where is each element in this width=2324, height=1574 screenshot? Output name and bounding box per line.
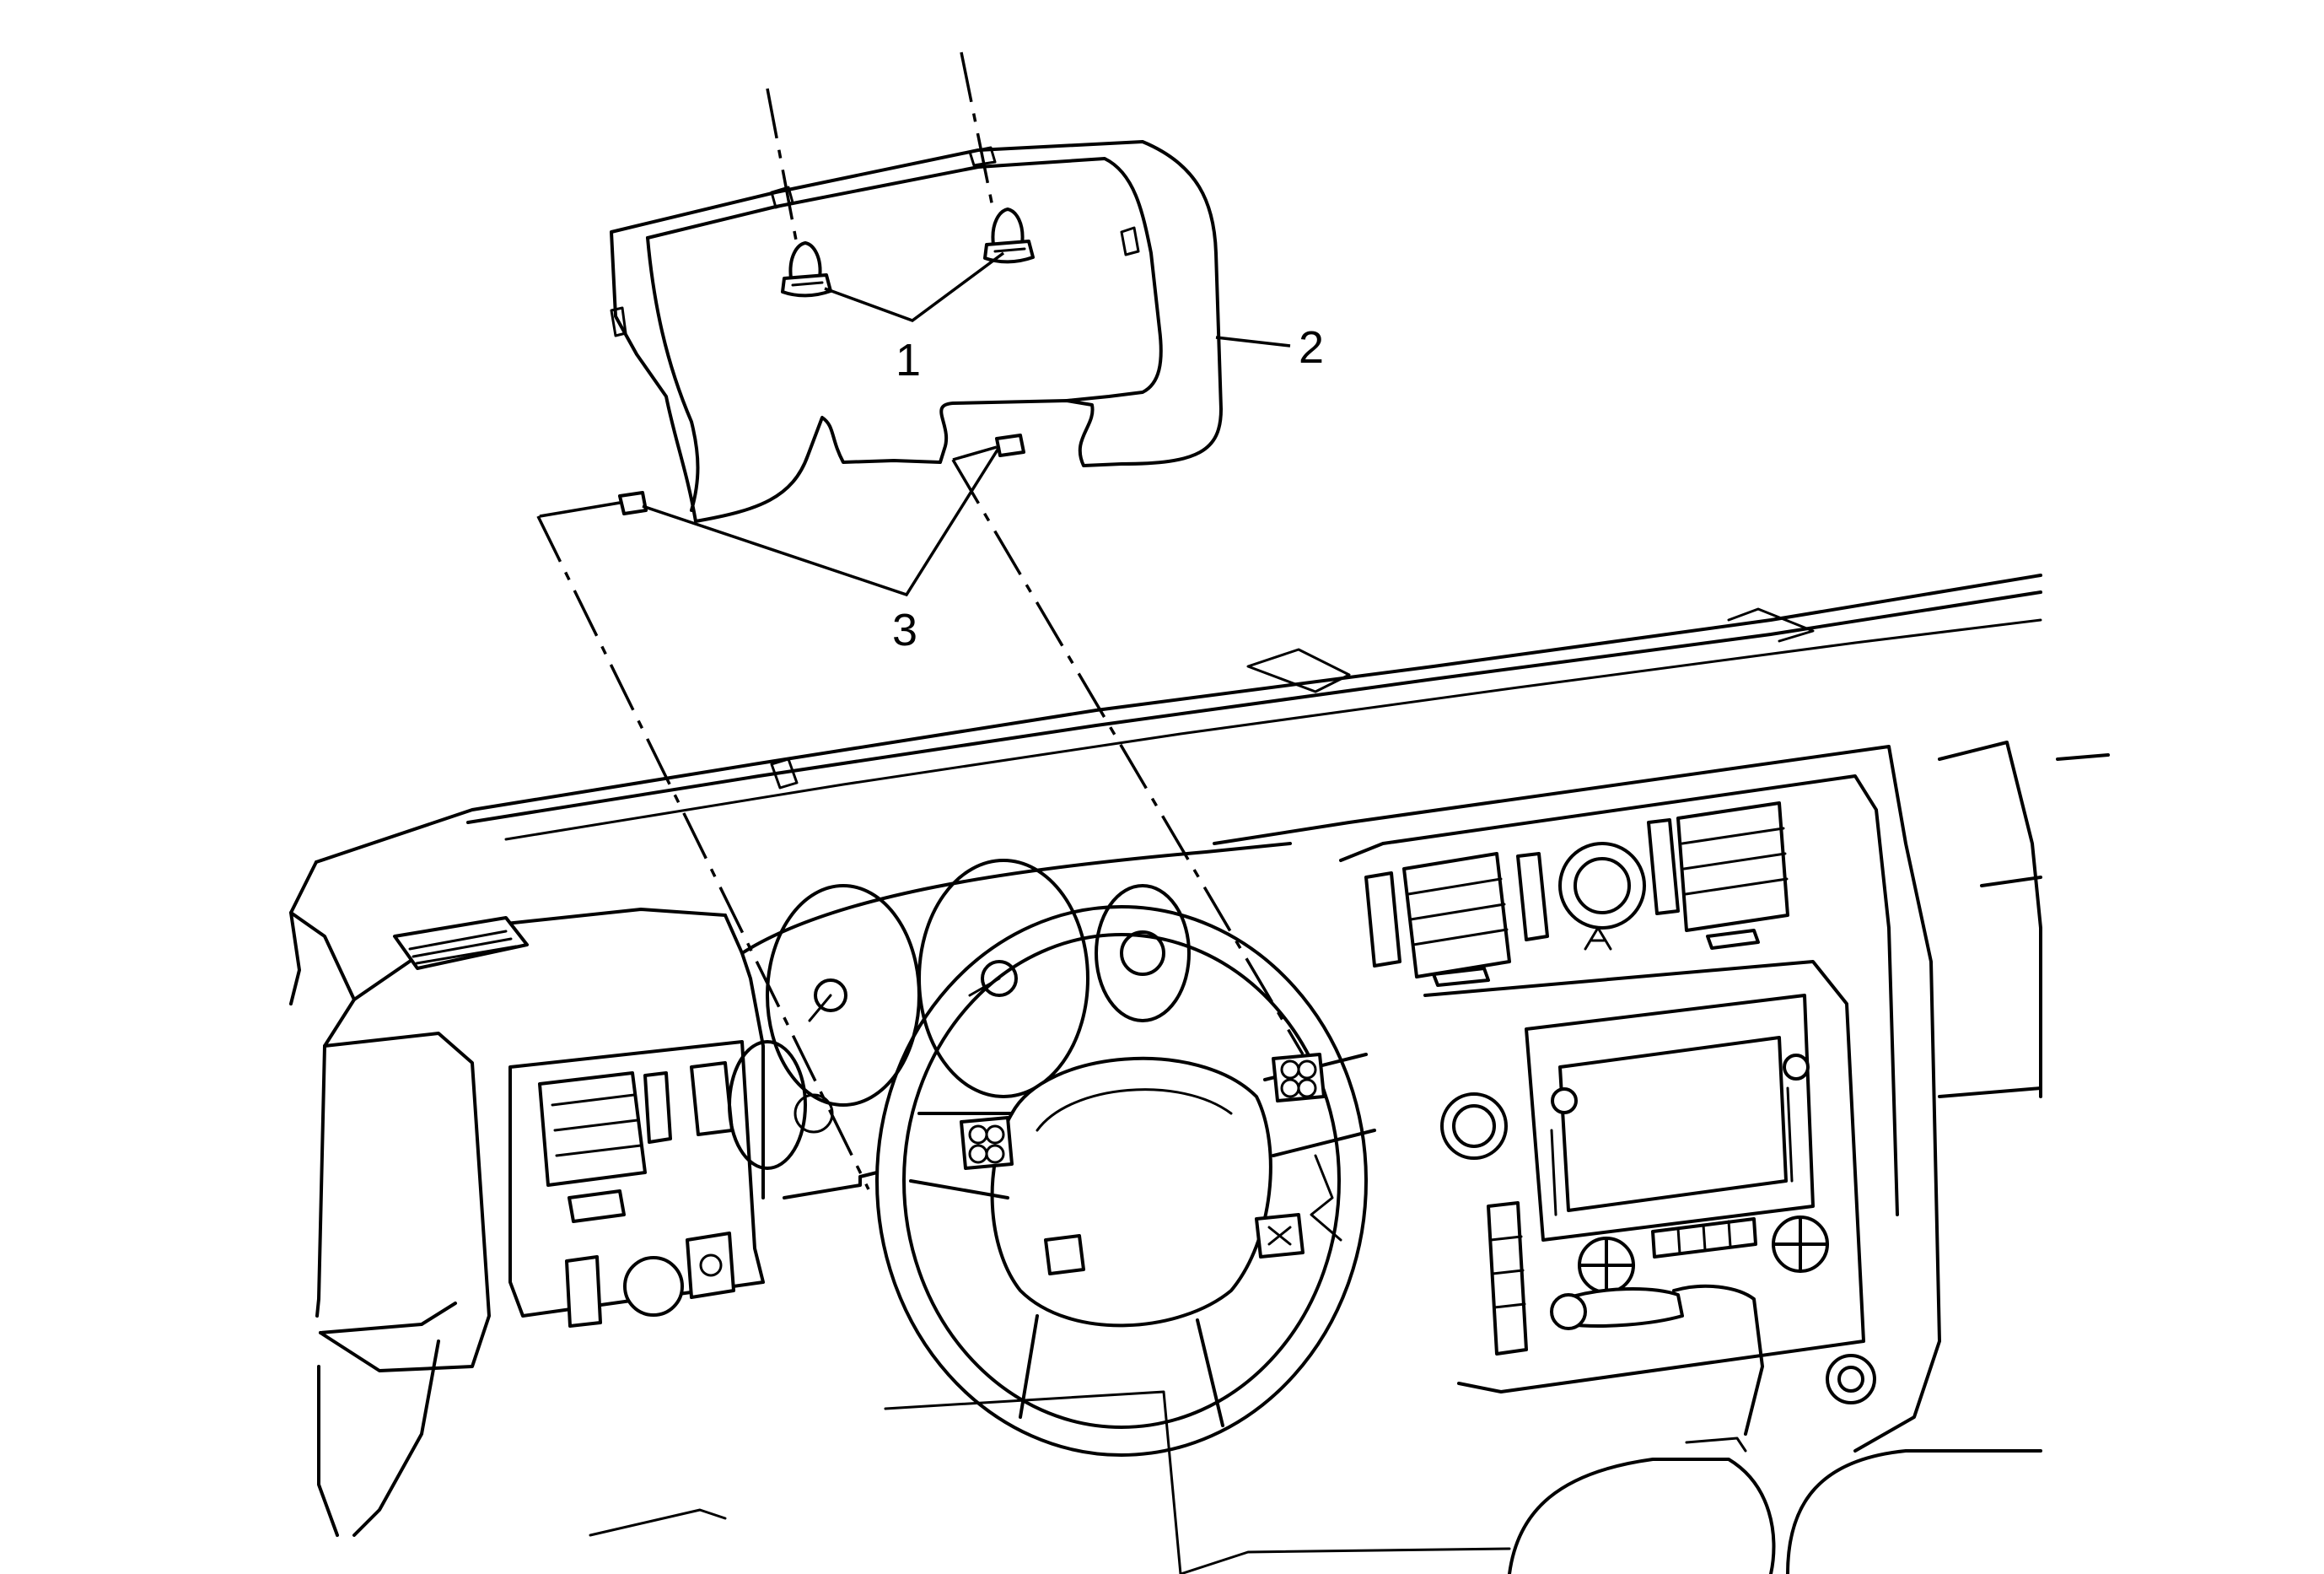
callout-3: 3 [892,605,917,655]
alignment-lines [536,51,1305,1190]
leader-lines [539,251,1291,597]
callout-1: 1 [896,335,921,385]
callout-labels: 1 2 3 [892,322,1324,655]
steering-wheel [875,905,1376,1457]
callout-2: 2 [1299,322,1324,373]
fastener-left [781,241,832,298]
dash-trim-panel [610,140,1223,523]
instrument-panel [289,574,2110,1574]
